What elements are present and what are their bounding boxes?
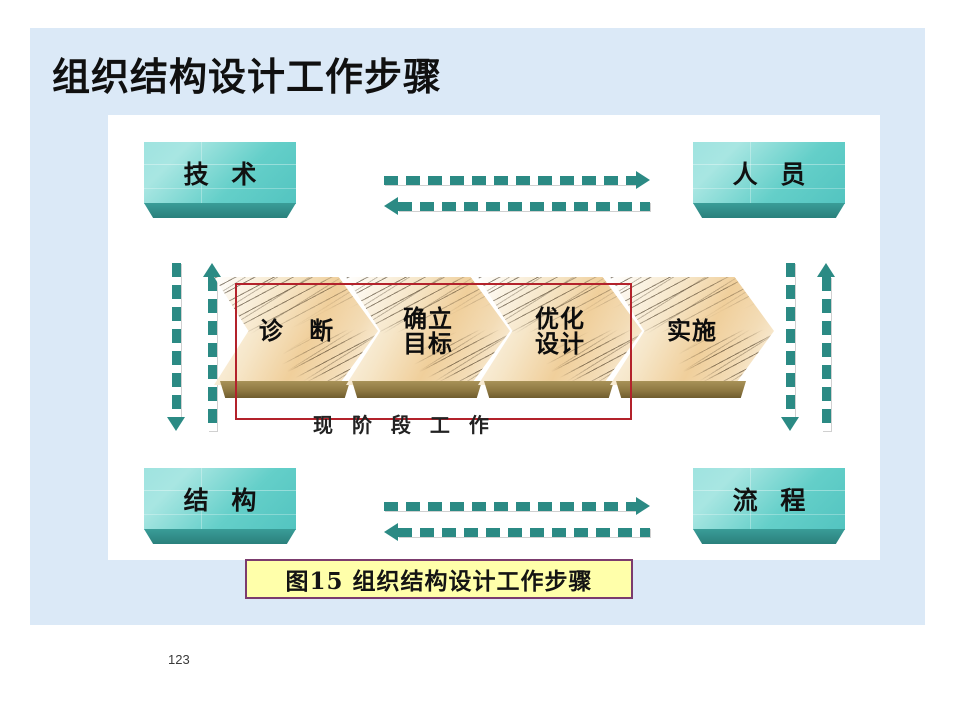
corner-box-face: 流 程 [693, 468, 845, 530]
corner-box-personnel[interactable]: 人 员 [693, 142, 845, 219]
dashed-arrow-right-icon [384, 497, 650, 515]
dashed-arrow-down-icon [167, 263, 185, 431]
dashed-arrows-left [167, 263, 221, 431]
corner-box-technology[interactable]: 技 术 [144, 142, 296, 219]
corner-box-base [693, 529, 845, 544]
dashed-arrow-down-icon [781, 263, 799, 431]
dashed-arrows-top [384, 171, 650, 215]
corner-box-process[interactable]: 流 程 [693, 468, 845, 545]
dashed-arrow-left-icon [384, 523, 650, 541]
chevron-shape [610, 277, 774, 385]
chevron-base [352, 381, 482, 398]
figure-caption: 图15 组织结构设计工作步骤 [245, 559, 633, 599]
process-step-diagnosis[interactable]: 诊 断 [214, 277, 378, 405]
corner-box-base [693, 203, 845, 218]
dashed-arrow-right-icon [384, 171, 650, 189]
process-step-row: 诊 断 确立 目标 优化 设计 [214, 277, 774, 412]
chevron-base [616, 381, 746, 398]
page-title: 组织结构设计工作步骤 [52, 54, 443, 99]
chevron-base [220, 381, 350, 398]
current-stage-label: 现 阶 段 工 作 [313, 413, 495, 437]
corner-box-label: 人 员 [732, 160, 813, 189]
process-step-implementation[interactable]: 实施 [610, 277, 774, 405]
corner-box-structure[interactable]: 结 构 [144, 468, 296, 545]
corner-box-base [144, 529, 296, 544]
corner-box-label: 流 程 [732, 486, 813, 515]
corner-box-face: 结 构 [144, 468, 296, 530]
slide-canvas: 组织结构设计工作步骤 技 术 人 员 结 构 流 程 [30, 28, 925, 625]
dashed-arrows-right [781, 263, 835, 431]
page-number: 123 [168, 652, 190, 667]
corner-box-label: 技 术 [183, 160, 264, 189]
chevron-base [484, 381, 614, 398]
corner-box-face: 人 员 [693, 142, 845, 204]
dashed-arrows-bottom [384, 497, 650, 541]
corner-box-base [144, 203, 296, 218]
dashed-arrow-left-icon [384, 197, 650, 215]
corner-box-label: 结 构 [183, 486, 264, 515]
dashed-arrow-up-icon [817, 263, 835, 431]
corner-box-face: 技 术 [144, 142, 296, 204]
dashed-arrow-up-icon [203, 263, 221, 431]
diagram-panel: 技 术 人 员 结 构 流 程 [108, 115, 880, 560]
